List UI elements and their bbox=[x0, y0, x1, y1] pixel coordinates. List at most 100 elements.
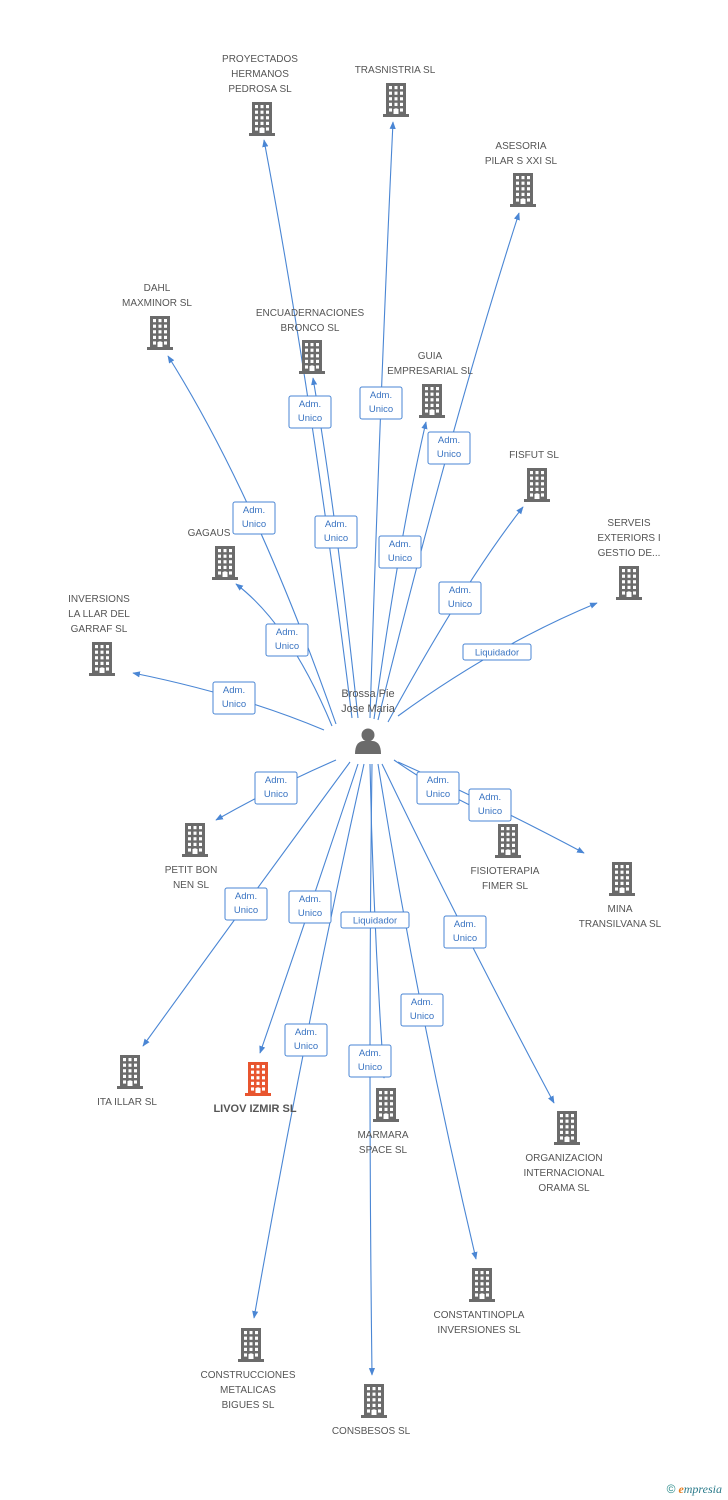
company-name[interactable]: PEDROSA SL bbox=[228, 84, 292, 95]
company-name[interactable]: INVERSIONES SL bbox=[437, 1325, 521, 1336]
company-name[interactable]: CONSBESOS SL bbox=[332, 1426, 411, 1437]
building-icon[interactable] bbox=[147, 316, 173, 350]
company-name[interactable]: ENCUADERNACIONES bbox=[256, 308, 365, 319]
company-name[interactable]: CONSTRUCCIONES bbox=[200, 1370, 295, 1381]
edge-label-box[interactable] bbox=[359, 386, 403, 420]
building-icon[interactable] bbox=[419, 384, 445, 418]
company-name[interactable]: FISFUT SL bbox=[509, 450, 559, 461]
person-icon[interactable] bbox=[355, 728, 381, 755]
company-node-trasnistria[interactable]: TRASNISTRIA SL bbox=[355, 65, 436, 117]
edge-label-petitbon[interactable]: Adm.Unico bbox=[254, 771, 298, 805]
company-node-marmara[interactable]: MARMARA SPACE SL bbox=[357, 1088, 409, 1156]
company-name[interactable]: LIVOV IZMIR SL bbox=[213, 1103, 296, 1115]
edge-label-organizacion[interactable]: Adm.Unico bbox=[443, 915, 487, 949]
edge-label-box[interactable] bbox=[288, 395, 332, 429]
edge-label-consbesos[interactable]: Adm.Unico bbox=[348, 1044, 392, 1078]
company-node-serveis[interactable]: SERVEIS EXTERIORS I GESTIO DE... bbox=[597, 518, 661, 600]
company-name[interactable]: ASESORIA bbox=[495, 141, 546, 152]
edge-label-construcciones[interactable]: Adm.Unico bbox=[284, 1023, 328, 1057]
building-icon[interactable] bbox=[510, 173, 536, 207]
building-icon[interactable] bbox=[554, 1111, 580, 1145]
building-icon[interactable] bbox=[212, 546, 238, 580]
company-name[interactable]: PILAR S XXI SL bbox=[485, 156, 558, 167]
edge-label-encuadernaciones[interactable]: Adm.Unico bbox=[314, 515, 358, 549]
building-icon[interactable] bbox=[182, 823, 208, 857]
company-name[interactable]: FISIOTERAPIA bbox=[471, 866, 540, 877]
edge-label-box[interactable] bbox=[462, 643, 532, 661]
company-name[interactable]: BIGUES SL bbox=[222, 1400, 275, 1411]
edge-label-livov[interactable]: Adm.Unico bbox=[288, 890, 332, 924]
company-name[interactable]: METALICAS bbox=[220, 1385, 276, 1396]
building-icon[interactable] bbox=[373, 1088, 399, 1122]
edge-label-box[interactable] bbox=[468, 788, 512, 822]
company-name[interactable]: TRASNISTRIA SL bbox=[355, 65, 436, 76]
company-name[interactable]: BRONCO SL bbox=[281, 323, 340, 334]
building-icon[interactable] bbox=[245, 1062, 271, 1096]
company-node-asesoria[interactable]: ASESORIA PILAR S XXI SL bbox=[485, 141, 558, 207]
edge-label-box[interactable] bbox=[340, 911, 410, 929]
edge-label-box[interactable] bbox=[314, 515, 358, 549]
building-icon[interactable] bbox=[361, 1384, 387, 1418]
company-name[interactable]: INVERSIONS bbox=[68, 594, 130, 605]
company-name[interactable]: HERMANOS bbox=[231, 69, 289, 80]
edge-label-box[interactable] bbox=[427, 431, 471, 465]
edge-label-box[interactable] bbox=[378, 535, 422, 569]
edge-label-serveis[interactable]: Liquidador bbox=[462, 643, 532, 661]
edge-label-box[interactable] bbox=[443, 915, 487, 949]
company-name[interactable]: GAGAUS bbox=[188, 528, 231, 539]
company-name[interactable]: ORAMA SL bbox=[538, 1183, 590, 1194]
company-name[interactable]: ORGANIZACION bbox=[525, 1153, 602, 1164]
building-icon[interactable] bbox=[609, 862, 635, 896]
company-name[interactable]: GESTIO DE... bbox=[598, 548, 661, 559]
edge-label-proyectados[interactable]: Adm.Unico bbox=[288, 395, 332, 429]
company-node-construcciones[interactable]: CONSTRUCCIONES METALICAS BIGUES SL bbox=[200, 1328, 296, 1411]
company-node-encuadernaciones[interactable]: ENCUADERNACIONES BRONCO SL bbox=[256, 308, 365, 374]
edge-label-fisfut[interactable]: Adm.Unico bbox=[438, 581, 482, 615]
company-node-dahl[interactable]: DAHL MAXMINOR SL bbox=[122, 283, 192, 350]
company-node-livov[interactable]: LIVOV IZMIR SL bbox=[213, 1062, 297, 1115]
edge-label-trasnistria[interactable]: Adm.Unico bbox=[359, 386, 403, 420]
edge-label-inversions[interactable]: Adm.Unico bbox=[212, 681, 256, 715]
company-name[interactable]: MARMARA bbox=[357, 1130, 408, 1141]
company-name[interactable]: SPACE SL bbox=[359, 1145, 408, 1156]
edge-label-box[interactable] bbox=[212, 681, 256, 715]
building-icon[interactable] bbox=[383, 83, 409, 117]
edge-label-itaillar[interactable]: Adm.Unico bbox=[224, 887, 268, 921]
building-icon[interactable] bbox=[469, 1268, 495, 1302]
building-icon[interactable] bbox=[89, 642, 115, 676]
edge-label-box[interactable] bbox=[438, 581, 482, 615]
edge-label-constantinopla[interactable]: Adm.Unico bbox=[400, 993, 444, 1027]
edge-label-guia[interactable]: Adm.Unico bbox=[378, 535, 422, 569]
company-name[interactable]: CONSTANTINOPLA bbox=[434, 1310, 525, 1321]
company-name[interactable]: TRANSILVANA SL bbox=[579, 919, 662, 930]
edge-label-box[interactable] bbox=[224, 887, 268, 921]
company-name[interactable]: EXTERIORS I bbox=[597, 533, 660, 544]
company-node-itaillar[interactable]: ITA ILLAR SL bbox=[97, 1055, 157, 1108]
company-name[interactable]: MAXMINOR SL bbox=[122, 298, 192, 309]
edge-label-box[interactable] bbox=[416, 771, 460, 805]
edge-label-gagaus[interactable]: Adm.Unico bbox=[265, 623, 309, 657]
company-node-constantinopla[interactable]: CONSTANTINOPLA INVERSIONES SL bbox=[434, 1268, 525, 1336]
edge-label-mina[interactable]: Adm.Unico bbox=[468, 788, 512, 822]
building-icon[interactable] bbox=[299, 340, 325, 374]
company-name[interactable]: SERVEIS bbox=[607, 518, 650, 529]
building-icon[interactable] bbox=[238, 1328, 264, 1362]
building-icon[interactable] bbox=[495, 824, 521, 858]
building-icon[interactable] bbox=[616, 566, 642, 600]
edge-label-box[interactable] bbox=[265, 623, 309, 657]
edge-label-box[interactable] bbox=[400, 993, 444, 1027]
edge-label-fisioterapia[interactable]: Adm.Unico bbox=[416, 771, 460, 805]
company-node-fisioterapia[interactable]: FISIOTERAPIA FIMER SL bbox=[471, 824, 540, 892]
company-name[interactable]: PETIT BON bbox=[165, 865, 218, 876]
building-icon[interactable] bbox=[117, 1055, 143, 1089]
edge-label-box[interactable] bbox=[254, 771, 298, 805]
company-name[interactable]: DAHL bbox=[144, 283, 171, 294]
company-name[interactable]: GARRAF SL bbox=[71, 624, 128, 635]
building-icon[interactable] bbox=[249, 102, 275, 136]
edge-label-dahl[interactable]: Adm.Unico bbox=[232, 501, 276, 535]
company-name[interactable]: FIMER SL bbox=[482, 881, 529, 892]
